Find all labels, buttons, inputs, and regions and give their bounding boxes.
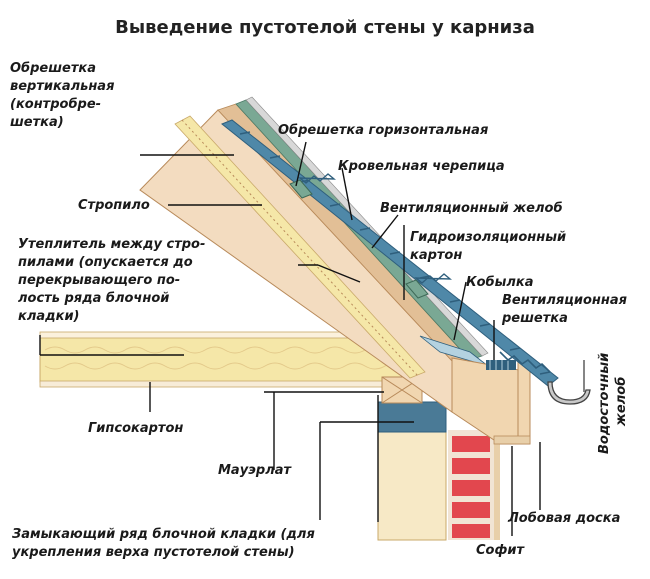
label-fascia: Лобовая доска	[507, 511, 620, 526]
label-soffit: Софит	[476, 543, 525, 558]
leader-lines	[39, 141, 541, 536]
label-closing-row: Замыкающий ряд блочной кладки (для укреп…	[12, 527, 319, 560]
brick-wall	[448, 430, 500, 540]
label-waterproof-board: Гидроизоляционный картон	[410, 230, 571, 263]
diagram-title: Выведение пустотелой стены у карниза	[115, 17, 535, 38]
label-gutter: Водосточный желоб	[597, 348, 629, 454]
label-roof-tile: Кровельная черепица	[338, 159, 505, 174]
label-vent-grille: Вентиляционная решетка	[501, 293, 632, 326]
label-rafter: Стропило	[78, 198, 150, 213]
fascia-board	[517, 359, 531, 445]
closing-block-row	[377, 401, 447, 433]
soffit	[493, 435, 531, 445]
label-counter-batten: Обрешетка вертикальная (контробре- шетка…	[10, 61, 119, 130]
labels: Обрешетка вертикальная (контробре- шетка…	[10, 61, 632, 560]
inner-wall	[377, 429, 447, 541]
vent-grille	[486, 360, 516, 370]
label-wall-plate: Мауэрлат	[218, 463, 292, 478]
label-vent-gutter: Вентиляционный желоб	[380, 201, 563, 216]
gutter	[547, 360, 591, 405]
label-drywall: Гипсокартон	[88, 421, 183, 436]
insulation-strip	[174, 115, 426, 379]
label-filly: Кобылка	[466, 275, 534, 290]
horizontal-battens	[289, 173, 453, 299]
label-horizontal-batten: Обрешетка горизонтальная	[278, 123, 488, 138]
label-insulation: Утеплитель между стро- пилами (опускаетс…	[18, 237, 210, 324]
